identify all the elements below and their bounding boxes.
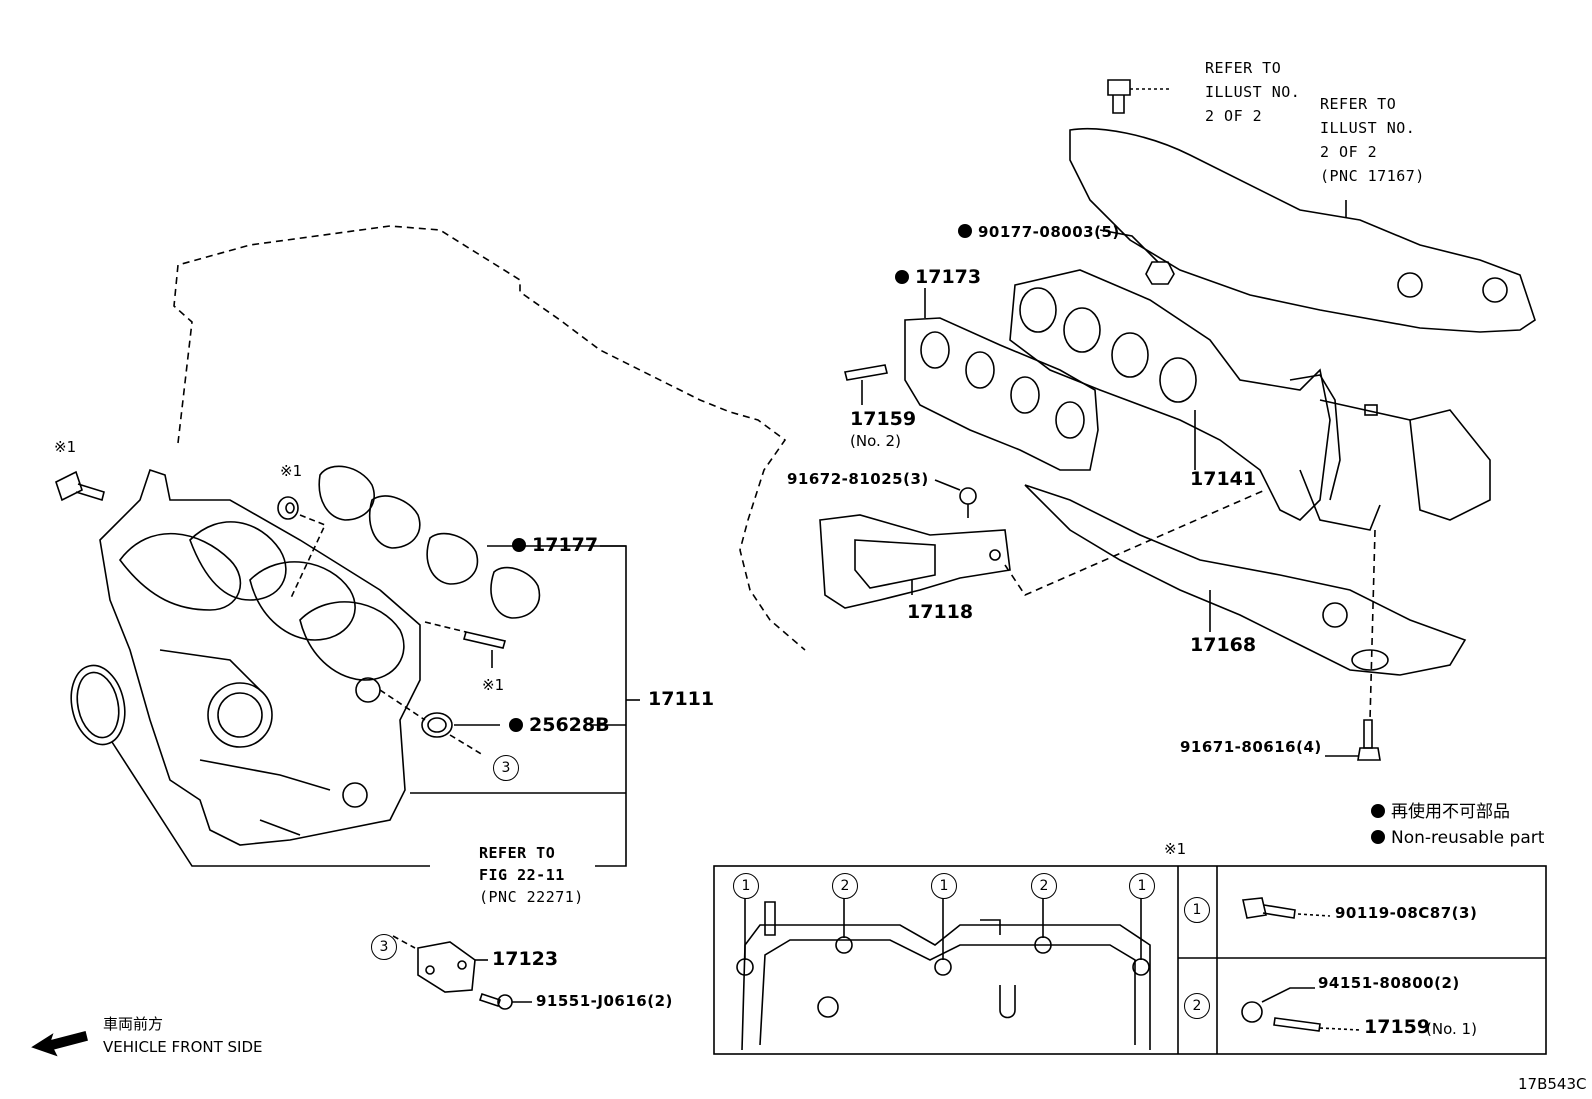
bolt-top [1107, 79, 1131, 96]
illustration-id: 17B543C [1518, 1075, 1587, 1093]
part-label-91551: 91551-J0616(2) [536, 992, 673, 1010]
mark-x1-nut: ※1 [280, 462, 303, 480]
part-label-17168: 17168 [1190, 634, 1257, 656]
mark-x1-stud: ※1 [482, 676, 505, 694]
legend-jp: 再使用不可部品 [1371, 804, 1510, 821]
part-label-17159-no2: 17159 [850, 408, 917, 430]
inset-nut-2 [1241, 1001, 1263, 1023]
bolt-91551 [478, 992, 502, 1008]
exhaust-gasket [904, 317, 1099, 471]
exhaust-manifold [1009, 269, 1491, 531]
stud-x1 [462, 631, 507, 649]
stud-17159-no2 [844, 364, 888, 381]
refer-note-top-2: REFER TO ILLUST NO. 2 OF 2 (PNC 17167) [1320, 95, 1425, 185]
intake-gasket [318, 465, 541, 619]
front-arrow-icon [31, 1031, 88, 1057]
inset-table [713, 865, 1547, 1055]
bracket-17118 [819, 514, 1011, 609]
part-label-17177: 17177 [512, 536, 598, 555]
inset-top-marker-5: 1 [1129, 873, 1155, 899]
front-label-en: VEHICLE FRONT SIDE [103, 1038, 263, 1056]
front-label-jp: 車両前方 [103, 1015, 164, 1033]
part-label-91671: 91671-80616(4) [1180, 738, 1322, 756]
inset-top-marker-4: 2 [1031, 873, 1057, 899]
inset-bolt-1 [1242, 897, 1267, 919]
part-label-17123: 17123 [492, 948, 559, 970]
callout-3-b: 3 [371, 934, 397, 960]
legend-dot-icon [1371, 830, 1385, 844]
part-label-17141: 17141 [1190, 468, 1257, 490]
refer-note-top-1: REFER TO ILLUST NO. 2 OF 2 [1205, 59, 1301, 125]
part-label-25628b: 25628B [509, 716, 610, 735]
nut-x1 [277, 496, 299, 520]
bolt-91671 [1363, 719, 1373, 749]
inset-title: ※1 [1164, 840, 1187, 858]
small-gasket [421, 712, 453, 738]
bracket-17123 [417, 941, 476, 993]
inset-row-marker-1: 1 [1184, 897, 1210, 923]
inset-part-94151: 94151-80800(2) [1318, 974, 1460, 992]
part-label-17173: 17173 [895, 268, 981, 287]
legend-dot-icon [1371, 804, 1385, 818]
inset-part-17159-sub: (No. 1) [1426, 1020, 1477, 1038]
heat-insulator-upper [1069, 127, 1536, 333]
legend-en: Non-reusable part [1371, 830, 1544, 847]
throttle-gasket [70, 664, 126, 746]
bolt-x1 [55, 470, 105, 502]
non-reusable-icon [512, 538, 526, 552]
part-label-90177: 90177-08003(5) [958, 224, 1120, 240]
non-reusable-icon [895, 270, 909, 284]
inset-top-marker-2: 2 [832, 873, 858, 899]
inset-top-marker-3: 1 [931, 873, 957, 899]
part-label-17118: 17118 [907, 601, 974, 623]
inset-stud-2 [1273, 1017, 1321, 1032]
nut-90177 [1145, 261, 1175, 285]
non-reusable-icon [958, 224, 972, 238]
callout-3-a: 3 [493, 755, 519, 781]
inset-top-marker-1: 1 [733, 873, 759, 899]
part-label-17111: 17111 [648, 688, 715, 710]
bolt-91672 [959, 487, 977, 505]
refer-note-fig: REFER TO FIG 22-11 (PNC 22271) [479, 844, 584, 906]
engine-outline [173, 225, 806, 651]
mark-x1-bolt: ※1 [54, 438, 77, 456]
inset-part-17159: 17159 [1364, 1016, 1431, 1038]
heat-insulator-lower [1024, 484, 1467, 676]
part-sub-17159-no2: (No. 2) [850, 432, 901, 450]
non-reusable-icon [509, 718, 523, 732]
part-label-91672: 91672-81025(3) [787, 470, 929, 488]
intake-manifold [99, 468, 421, 846]
inset-part-90119: 90119-08C87(3) [1335, 904, 1478, 922]
inset-row-marker-2: 2 [1184, 993, 1210, 1019]
